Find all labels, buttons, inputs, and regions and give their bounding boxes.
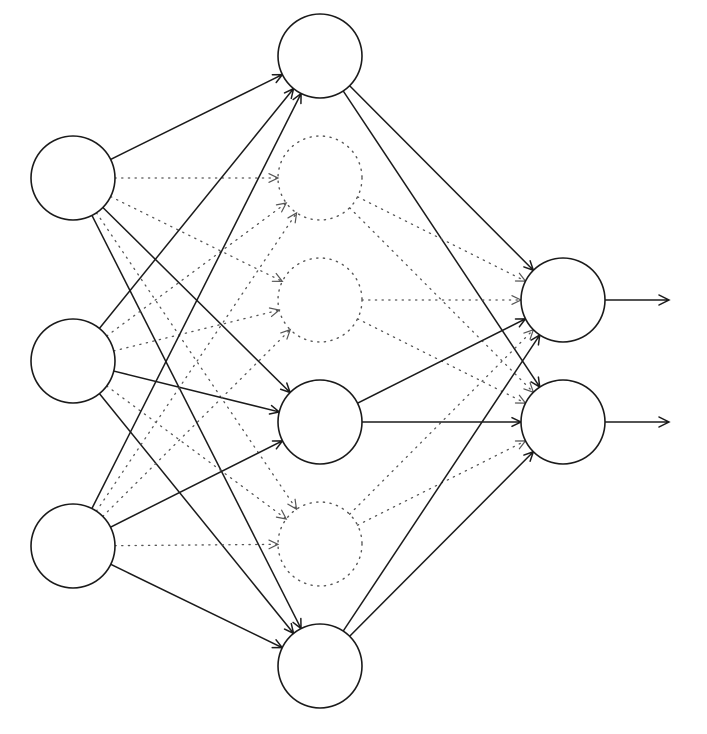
- hidden-node-h5-dropped: [277, 501, 363, 587]
- edge-i3-h4: [110, 440, 283, 528]
- edge-i3-h2: [95, 212, 298, 512]
- edge-h2-o1: [356, 196, 527, 282]
- input-node-i2: [30, 318, 116, 404]
- hidden-node-h2-dropped: [277, 135, 363, 221]
- edge-i3-h1: [91, 93, 302, 509]
- edge-h2-o1-arrowhead: [514, 272, 527, 282]
- output-arrows: [605, 294, 671, 428]
- edge-i3-h2-arrowhead: [287, 211, 298, 224]
- output-node-o1: [520, 257, 606, 343]
- edge-i3-h5: [114, 543, 279, 547]
- edge-h6-o1: [342, 334, 541, 632]
- edge-i2-h6: [98, 393, 295, 634]
- edge-i1-h5: [95, 212, 298, 510]
- edge-i1-h5-arrowhead: [287, 498, 298, 511]
- edge-i3-h6: [110, 563, 283, 649]
- output-arrow-1-head: [658, 294, 671, 306]
- edge-i2-h4: [113, 370, 280, 413]
- edge-i1-h3-arrowhead: [271, 272, 284, 283]
- edge-i2-h2-arrowhead: [275, 202, 288, 213]
- edge-i3-h5-arrowhead: [268, 539, 280, 550]
- input-node-i1: [30, 135, 116, 221]
- hidden-node-h6: [277, 623, 363, 709]
- edge-i1-h1: [110, 73, 283, 161]
- edge-h4-o1: [357, 318, 526, 404]
- edge-h3-o2-arrowhead: [514, 394, 527, 404]
- edge-h1-o2-arrowhead: [530, 376, 541, 389]
- output-node-o2: [520, 379, 606, 465]
- edge-i3-h3-arrowhead: [280, 328, 292, 340]
- output-arrow-2-head: [658, 416, 671, 428]
- edge-i2-h1: [98, 88, 295, 329]
- edge-i2-h5-arrowhead: [275, 509, 288, 520]
- edge-i1-h6: [91, 215, 302, 629]
- hidden-node-h4: [277, 379, 363, 465]
- connection-edges: [91, 73, 541, 649]
- edge-h5-o2-arrowhead: [514, 440, 527, 450]
- edge-h1-o1: [349, 85, 534, 271]
- edge-i1-h2-arrowhead: [268, 173, 280, 183]
- hidden-node-h3-dropped: [277, 257, 363, 343]
- edge-h6-o1-arrowhead: [530, 333, 541, 346]
- edge-i2-h2: [106, 202, 287, 337]
- neuron-nodes: [30, 13, 606, 709]
- edge-i3-h3: [102, 328, 291, 518]
- hidden-node-h1: [277, 13, 363, 99]
- input-node-i3: [30, 503, 116, 589]
- edge-h6-o2: [349, 451, 534, 637]
- edge-i2-h3: [113, 309, 280, 352]
